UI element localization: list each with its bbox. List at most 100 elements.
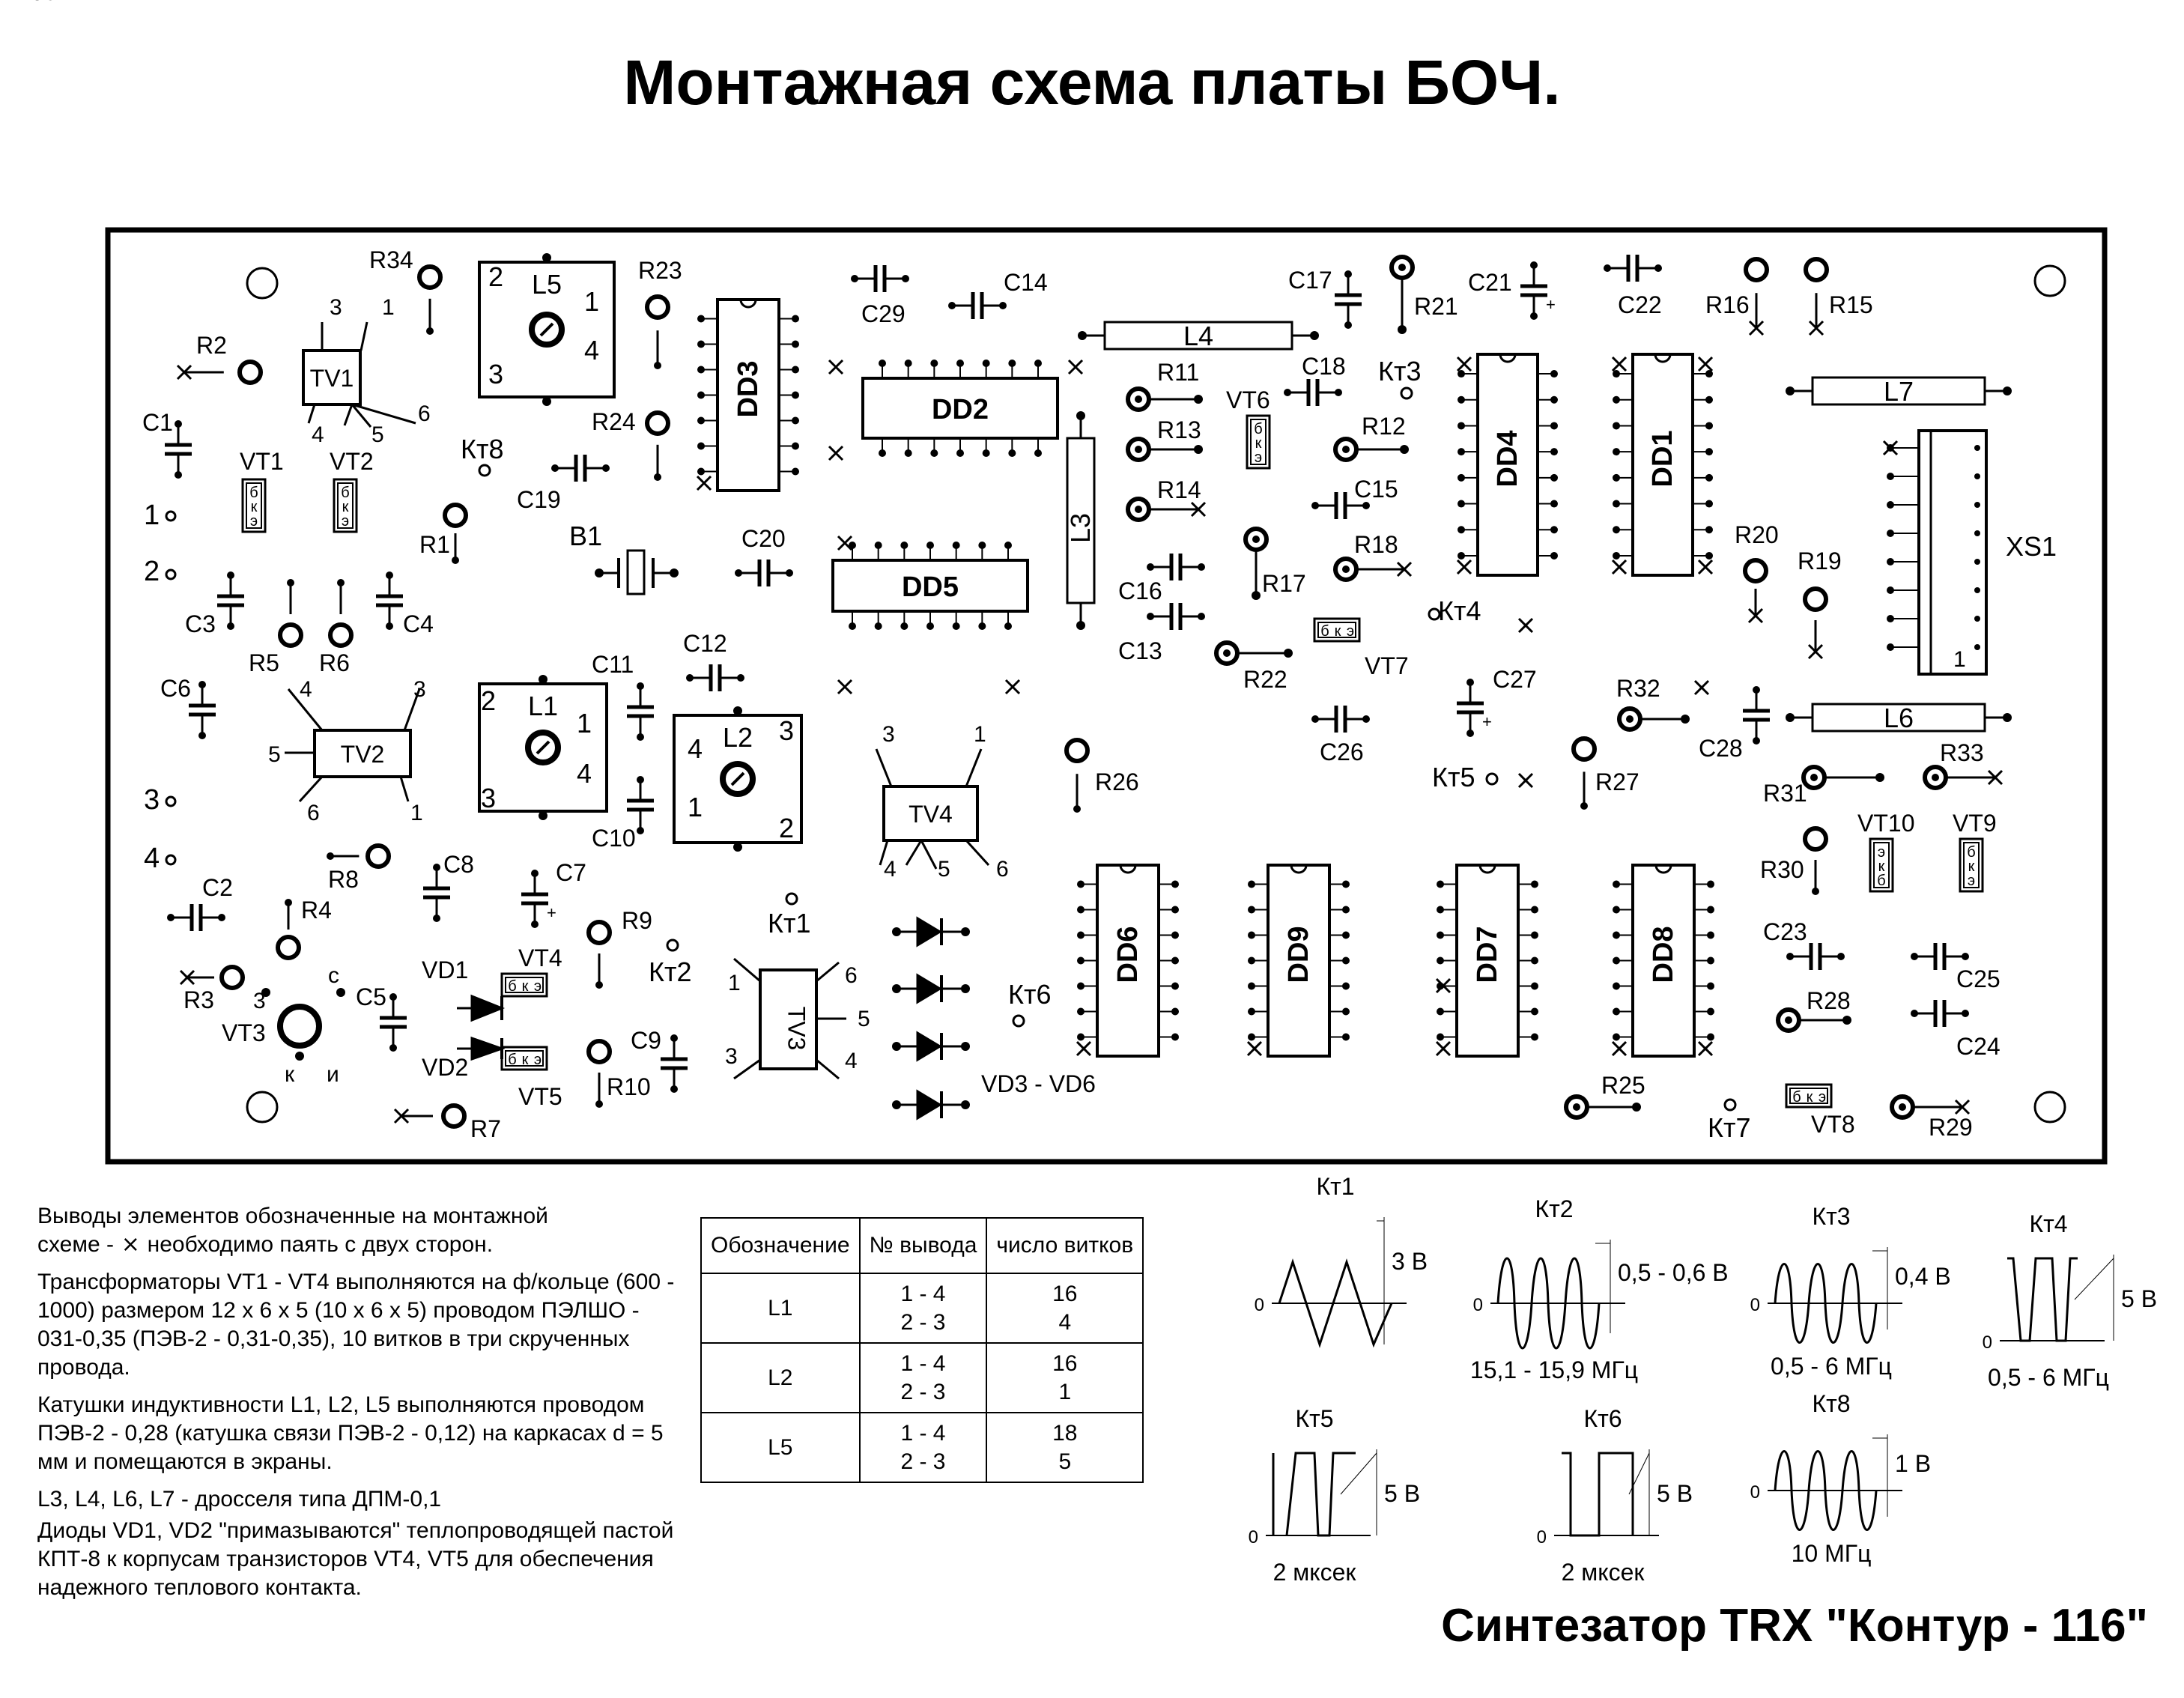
- double-side-mark: [1456, 356, 1472, 372]
- label-pin2: 2: [481, 685, 496, 716]
- label-R8: R8: [328, 866, 359, 893]
- waveform: [1278, 1258, 1393, 1348]
- label-VT5: VT5: [518, 1083, 562, 1110]
- label-DD7: DD7: [1472, 926, 1503, 983]
- double-side-mark: [1697, 1040, 1714, 1057]
- wave-zero: 0: [1750, 1482, 1760, 1503]
- label-R22: R22: [1243, 666, 1287, 693]
- svg-text:б: б: [508, 978, 516, 995]
- svg-text:э: э: [250, 513, 258, 530]
- label-C20: C20: [741, 525, 786, 552]
- test-point: [1400, 386, 1413, 400]
- label-R29: R29: [1929, 1114, 1973, 1141]
- svg-text:э: э: [534, 1052, 542, 1068]
- label-R5: R5: [249, 649, 279, 676]
- label-C14: C14: [1004, 269, 1048, 296]
- label-pin2: 2: [488, 261, 503, 292]
- label-R17: R17: [1262, 570, 1306, 597]
- label-R33: R33: [1940, 739, 1984, 766]
- label-R2: R2: [196, 332, 227, 359]
- label-pin4: 4: [688, 733, 703, 764]
- label-C5: C5: [356, 983, 386, 1010]
- svg-text:к: к: [342, 499, 349, 515]
- mounting-hole: [2033, 264, 2066, 297]
- label-R3: R3: [183, 986, 214, 1013]
- test-point: [1428, 607, 1441, 621]
- label-pin4: 4: [884, 857, 897, 882]
- label-R27: R27: [1595, 768, 1639, 795]
- label-R16: R16: [1705, 291, 1750, 318]
- label-R1: R1: [419, 531, 450, 558]
- label-pin2: 2: [779, 813, 794, 843]
- wave-label: Кт3: [1812, 1203, 1850, 1230]
- label-n2: 2: [144, 556, 160, 587]
- mounting-hole: [246, 267, 279, 300]
- label-R23: R23: [638, 257, 682, 284]
- label-R18: R18: [1354, 531, 1398, 558]
- svg-text:б: б: [1320, 623, 1329, 640]
- svg-text:б: б: [1967, 844, 1975, 861]
- diode: [916, 1089, 942, 1121]
- label-VT1: VT1: [0, 0, 44, 5]
- wave-amp: 5 В: [1384, 1480, 1420, 1507]
- label-Kt3: Кт3: [1378, 356, 1421, 386]
- label-C9: C9: [631, 1027, 661, 1054]
- double-side-mark: [1697, 356, 1714, 372]
- svg-text:к: к: [1968, 858, 1975, 875]
- note-chokes: L3, L4, L6, L7 - дросселя типа ДПМ-0,1: [37, 1487, 442, 1511]
- label-VT2: VT2: [0, 0, 44, 5]
- label-n4: 4: [144, 843, 160, 874]
- label-Kt6: Кт6: [1008, 979, 1051, 1010]
- label-C7: C7: [556, 859, 586, 886]
- double-side-mark: [1076, 1040, 1092, 1057]
- waveform: [1562, 1452, 1634, 1537]
- label-pin4: 4: [845, 1049, 858, 1073]
- label-VT10: VT10: [1857, 810, 1914, 837]
- label-C25: C25: [1956, 965, 2001, 992]
- label-R26: R26: [1095, 768, 1139, 795]
- svg-text:э: э: [342, 513, 349, 530]
- label-n3: 3: [144, 784, 160, 816]
- label-pin3: 3: [882, 722, 895, 747]
- note-diodes: Диоды VD1, VD2 "примазываются" теплопров…: [37, 1518, 674, 1600]
- chip-dd4: [1476, 353, 1539, 577]
- wave-freq: 10 МГц: [1792, 1540, 1872, 1567]
- wave-zero: 0: [1983, 1332, 1992, 1353]
- label-XS1: XS1: [2006, 531, 2057, 562]
- transistor-vt6: [1246, 414, 1271, 470]
- label-L2: L2: [723, 722, 753, 753]
- test-point: [785, 892, 798, 906]
- waveform: [2007, 1257, 2078, 1342]
- col-designation: Обозначение: [700, 1217, 861, 1274]
- label-C28: C28: [1699, 735, 1743, 762]
- label-DD3: DD3: [732, 360, 764, 417]
- label-pin5: 5: [371, 422, 384, 447]
- label-pin1: 1: [410, 801, 423, 825]
- test-point: [1485, 772, 1499, 786]
- double-side-mark: [1697, 559, 1714, 575]
- label-VT3: VT3: [222, 1019, 266, 1046]
- transistor-vt5: [500, 1046, 548, 1071]
- label-C13: C13: [1118, 637, 1162, 664]
- label-Kt8: Кт8: [461, 434, 503, 464]
- double-side-mark: [1517, 772, 1534, 789]
- label-R25: R25: [1601, 1072, 1645, 1099]
- label-C12: C12: [683, 630, 727, 657]
- wave-amp: 0,5 - 0,6 В: [1618, 1259, 1729, 1286]
- label-C1: C1: [142, 409, 173, 436]
- wave-label: Кт6: [1583, 1405, 1622, 1432]
- note-transformers: Трансформаторы VT1 - VT4 выполняются на …: [37, 1270, 675, 1380]
- label-C27: C27: [1493, 666, 1537, 693]
- label-DD1: DD1: [1647, 430, 1678, 487]
- label-L5: L5: [532, 269, 562, 300]
- label-pin1: 1: [1953, 647, 1966, 672]
- label-s: с: [328, 963, 339, 988]
- label-R24: R24: [592, 408, 636, 435]
- transistor-vt10: [1869, 837, 1894, 893]
- transformer-tv4: [882, 785, 979, 842]
- svg-text:э: э: [1255, 449, 1262, 466]
- label-pin1: 1: [974, 722, 986, 747]
- quartz-b1: [626, 549, 646, 595]
- label-C17: C17: [1288, 267, 1332, 294]
